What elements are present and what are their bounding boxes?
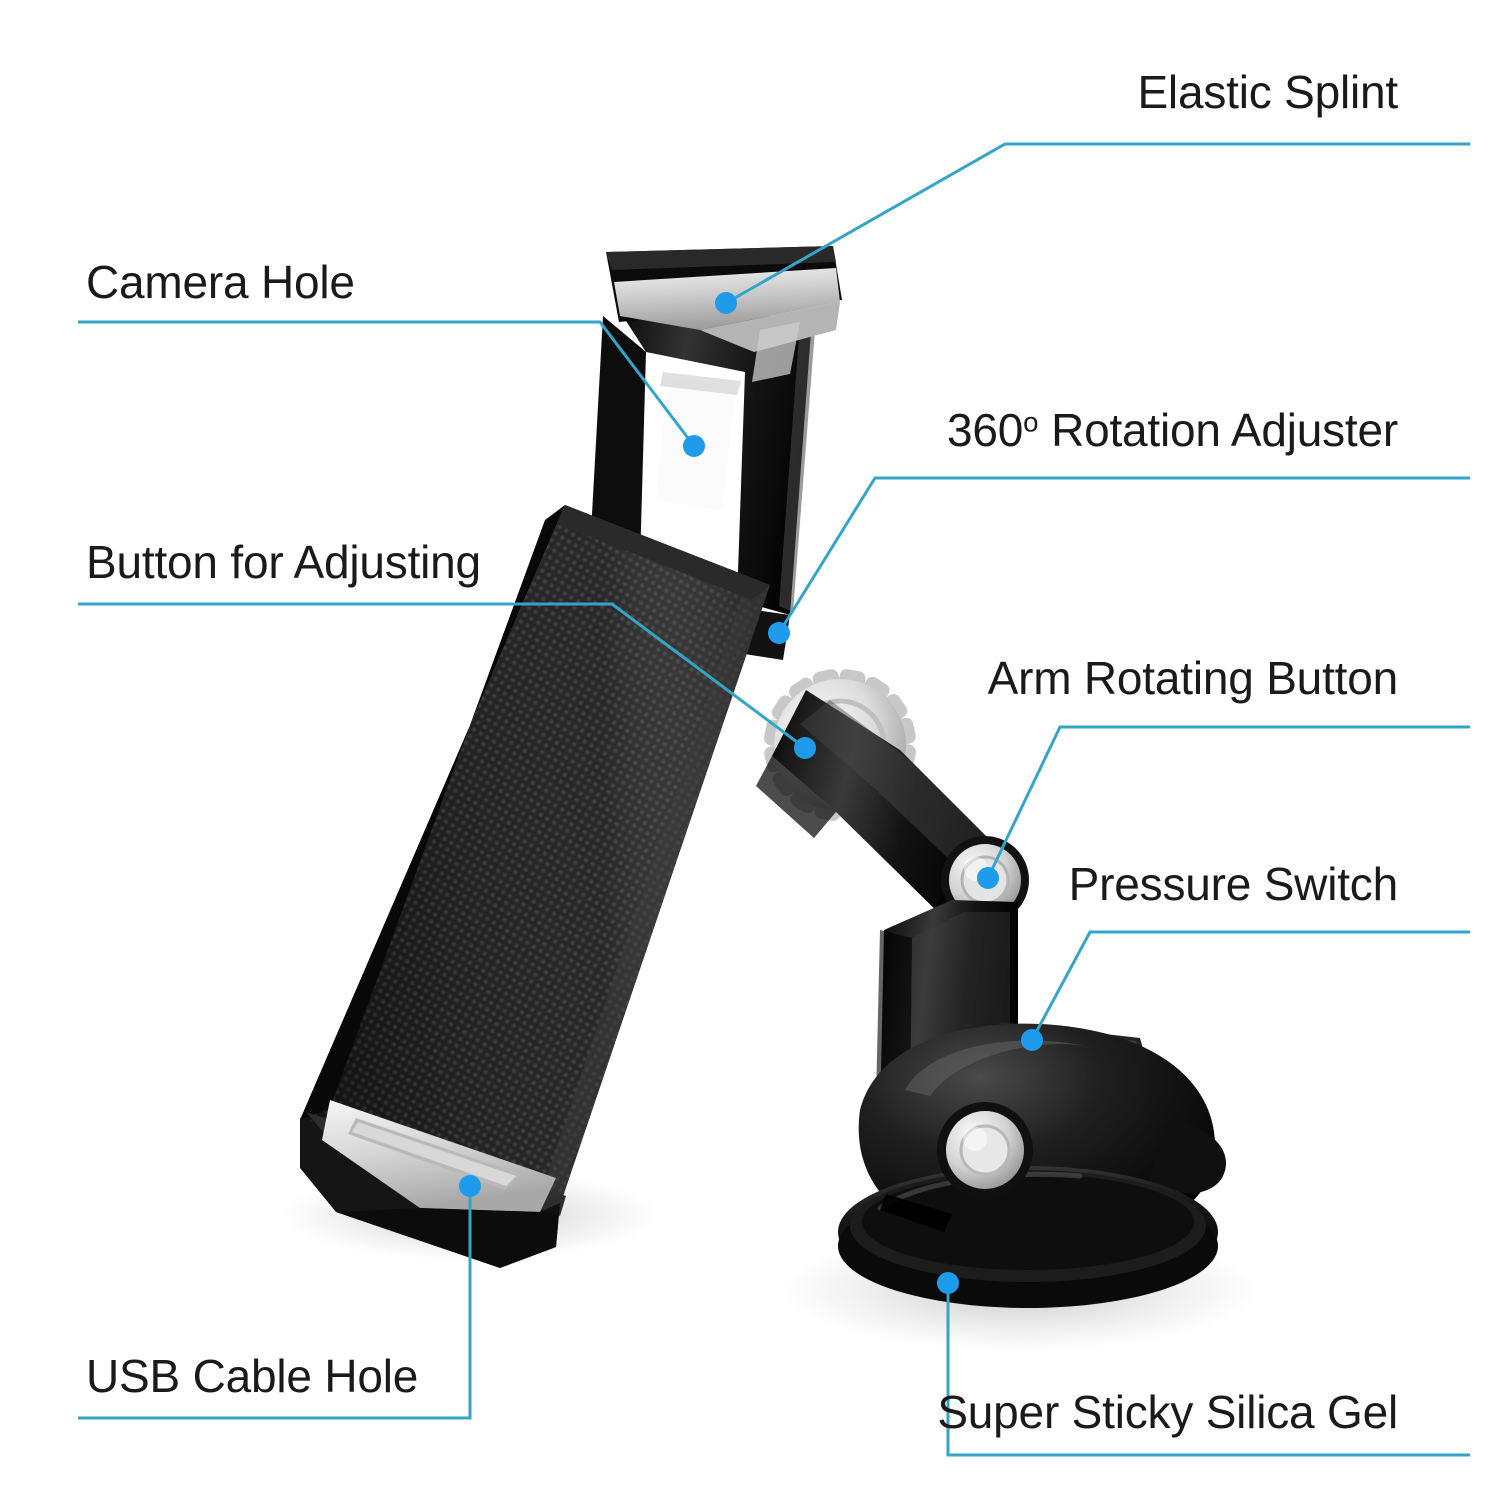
suction-base <box>838 1023 1226 1308</box>
callout-label-arm-rotating-button: Arm Rotating Button <box>987 652 1399 704</box>
degree-superscript: o <box>1023 406 1039 438</box>
callout-label-super-sticky-silica-gel: Super Sticky Silica Gel <box>937 1386 1398 1438</box>
callout-label-button-for-adjusting: Button for Adjusting <box>86 536 481 588</box>
callout-label-elastic-splint: Elastic Splint <box>1137 66 1398 118</box>
callout-label-usb-cable-hole: USB Cable Hole <box>86 1350 419 1402</box>
callout-label-pressure-switch: Pressure Switch <box>1068 858 1399 910</box>
callout-label-camera-hole: Camera Hole <box>86 256 355 308</box>
callout-label-rotation-adjuster: 360o Rotation Adjuster <box>946 404 1398 456</box>
lower-pivot-cap <box>937 1102 1033 1198</box>
